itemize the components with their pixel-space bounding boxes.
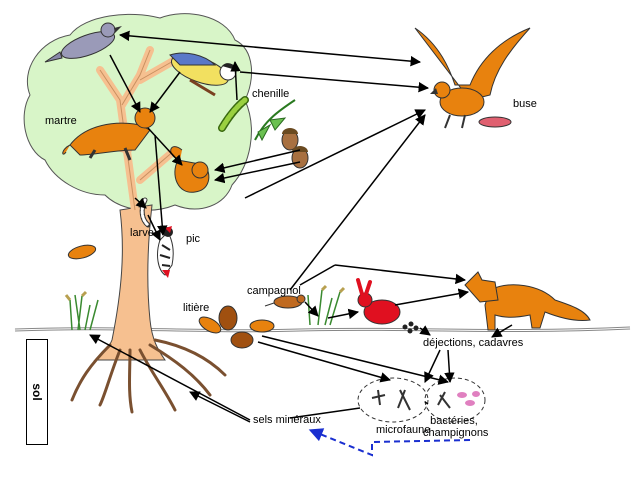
label-bacteries: bactéries, champignons	[423, 415, 489, 439]
acorns-icon	[281, 128, 309, 169]
woodpecker-icon	[157, 226, 174, 278]
caterpillar-icon	[218, 96, 296, 142]
marten-icon	[62, 107, 156, 161]
label-buse: buse	[513, 98, 537, 110]
soil-legend-box: sol	[26, 339, 48, 445]
vole-icon	[264, 294, 306, 309]
mineral-cycle-arrow	[308, 428, 471, 457]
droppings-icon	[402, 321, 419, 334]
label-martre: martre	[45, 115, 77, 127]
leaf-litter-icon	[67, 244, 275, 349]
label-dejections: déjections, cadavres	[423, 337, 524, 349]
trophic-arrows	[89, 30, 513, 423]
fox-icon	[464, 271, 591, 331]
label-pic: pic	[186, 233, 201, 245]
label-chenille: chenille	[252, 88, 290, 100]
label-campagnol: campagnol	[247, 285, 301, 297]
label-microfaune: microfaune	[376, 424, 431, 436]
buzzard-icon	[414, 27, 531, 129]
microfauna-group	[357, 377, 429, 423]
rabbit-icon	[356, 278, 401, 325]
label-sol: sol	[30, 383, 44, 401]
label-bacteries-line1: bactéries,	[430, 415, 478, 427]
label-sels-mineraux: sels minéraux	[253, 414, 321, 426]
label-litiere: litière	[183, 302, 210, 314]
crow-icon	[44, 22, 122, 63]
label-larve: larve	[130, 227, 154, 239]
bacteria-group	[424, 377, 486, 423]
label-bacteries-line2: champignons	[423, 427, 489, 439]
